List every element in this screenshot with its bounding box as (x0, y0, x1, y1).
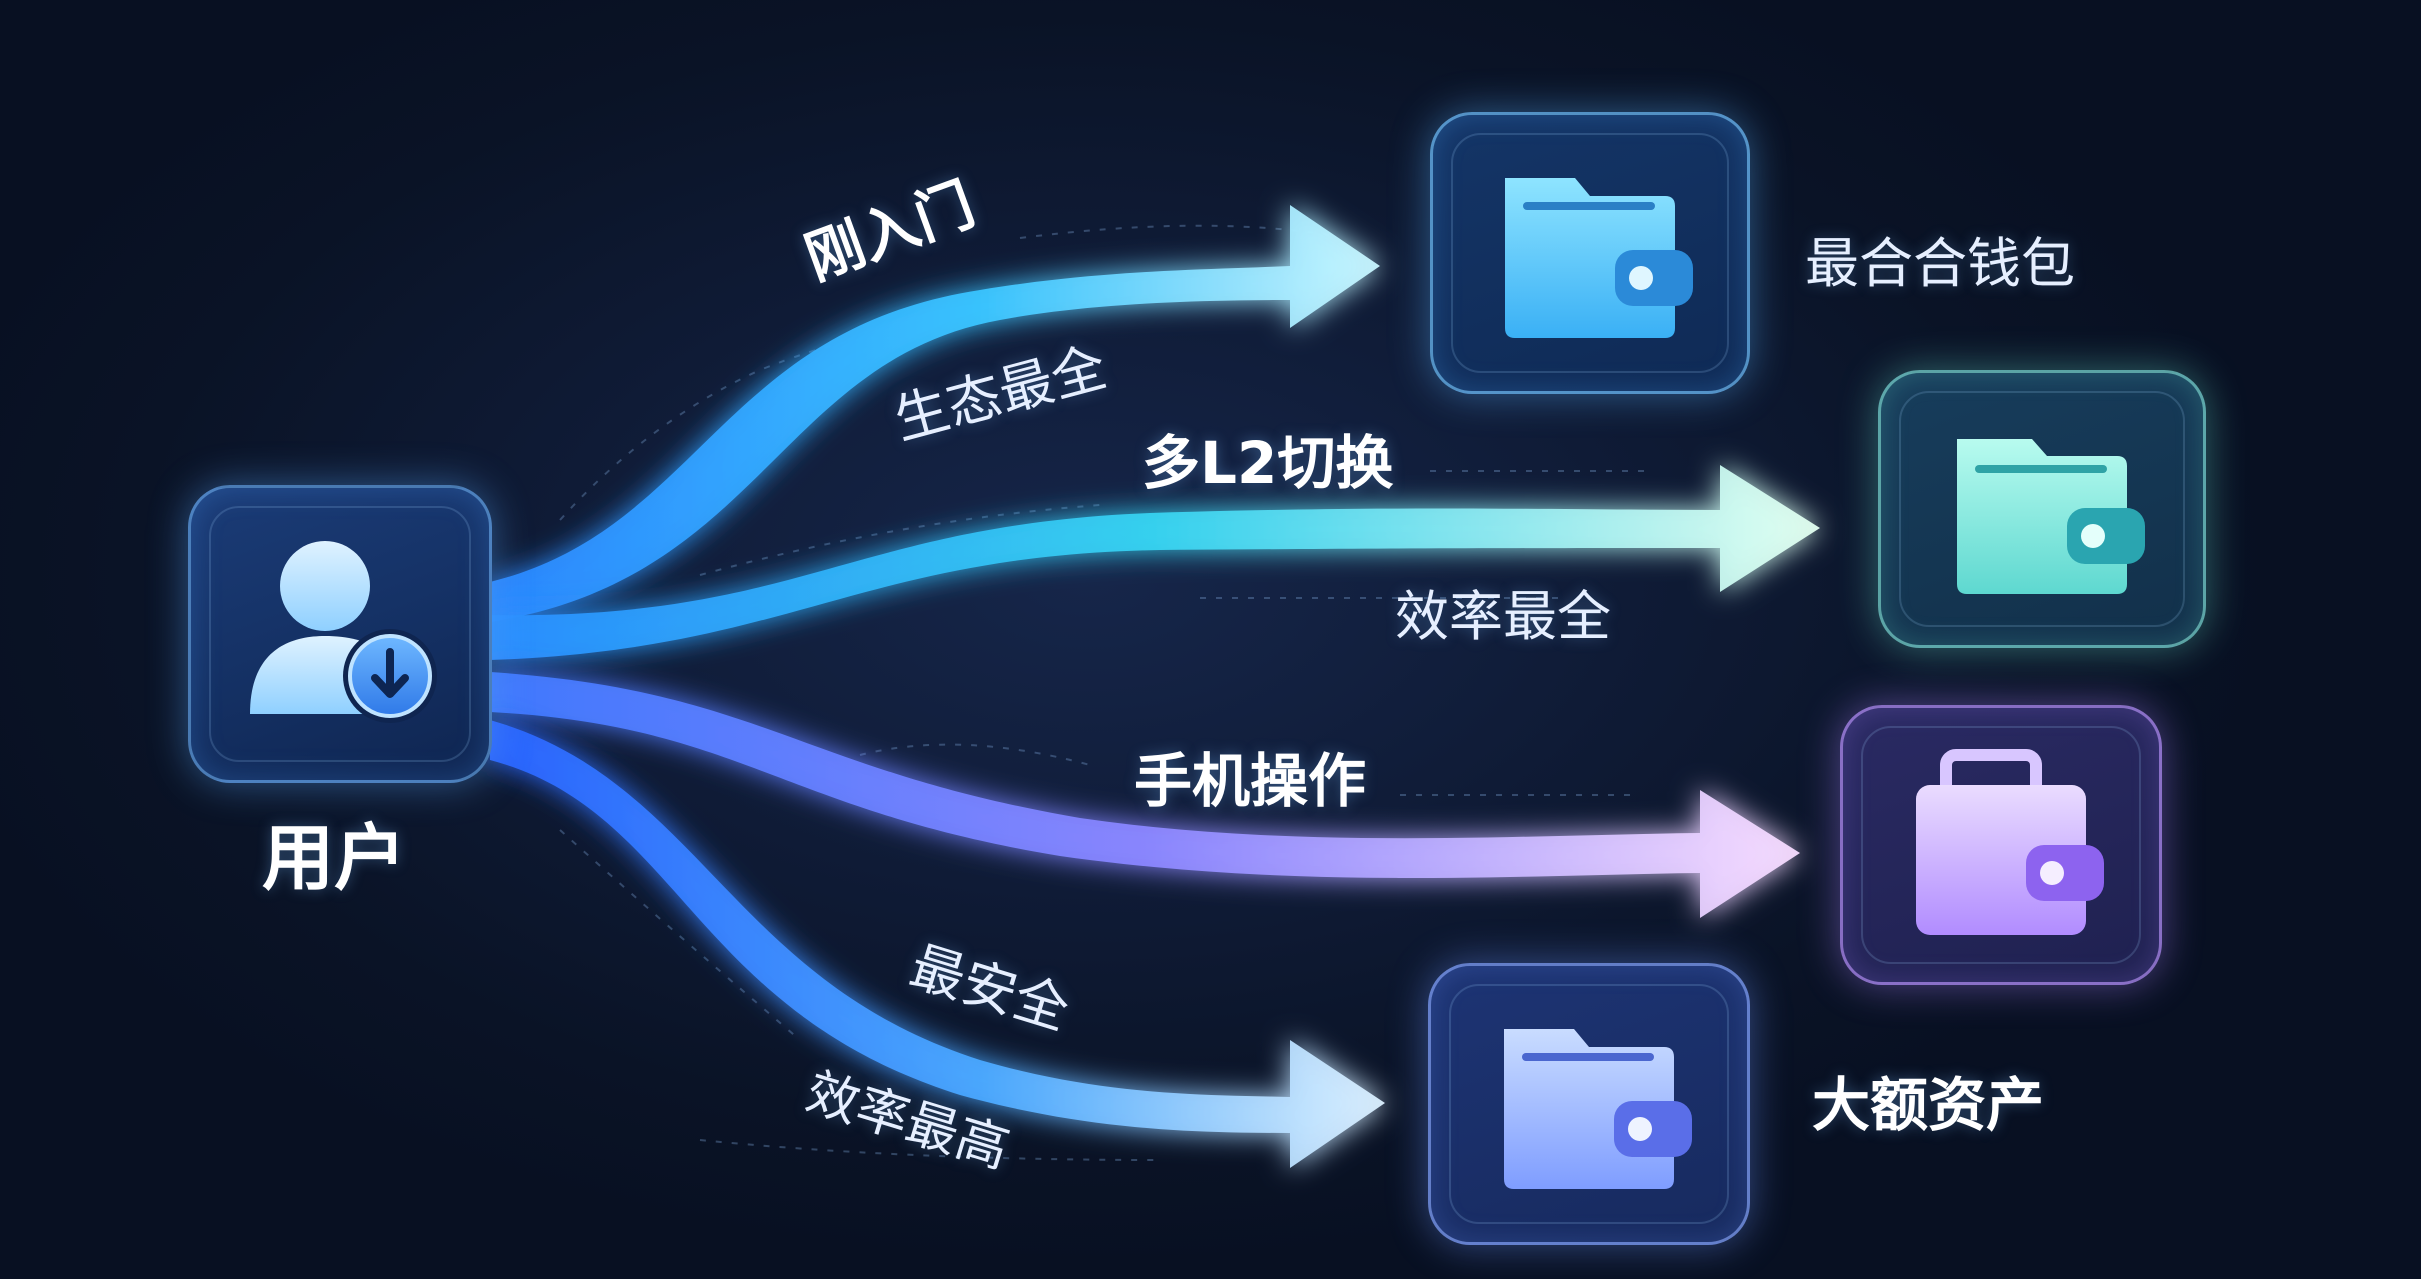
wallet-icon (1916, 749, 2104, 935)
flow-arrow-4 (490, 720, 1385, 1168)
flow-3-label: 手机操作 (1134, 747, 1367, 815)
wallet-4-label: 大额资产 (1812, 1071, 2045, 1139)
wallet-icon (1504, 1029, 1692, 1189)
wallet-tile-3[interactable] (1840, 705, 2162, 985)
wallet-tile-1[interactable] (1430, 112, 1750, 394)
flow-arrow-3 (490, 672, 1800, 918)
flow-2-label-bottom: 效率最全 (1395, 585, 1611, 648)
wallet-1-label: 最合合钱包 (1805, 232, 2075, 295)
flow-arrow-2 (490, 465, 1820, 660)
wallet-tile-4[interactable] (1428, 963, 1750, 1245)
wallet-tile-2[interactable] (1878, 370, 2206, 648)
wallet-icon (1957, 439, 2145, 594)
flow-arrow-1 (490, 205, 1380, 622)
user-tile[interactable] (188, 485, 492, 783)
user-label: 用户 (262, 816, 407, 900)
wallet-icon (1505, 178, 1693, 338)
flow-2-label-top: 多L2切换 (1142, 429, 1394, 497)
user-download-icon (250, 541, 437, 723)
